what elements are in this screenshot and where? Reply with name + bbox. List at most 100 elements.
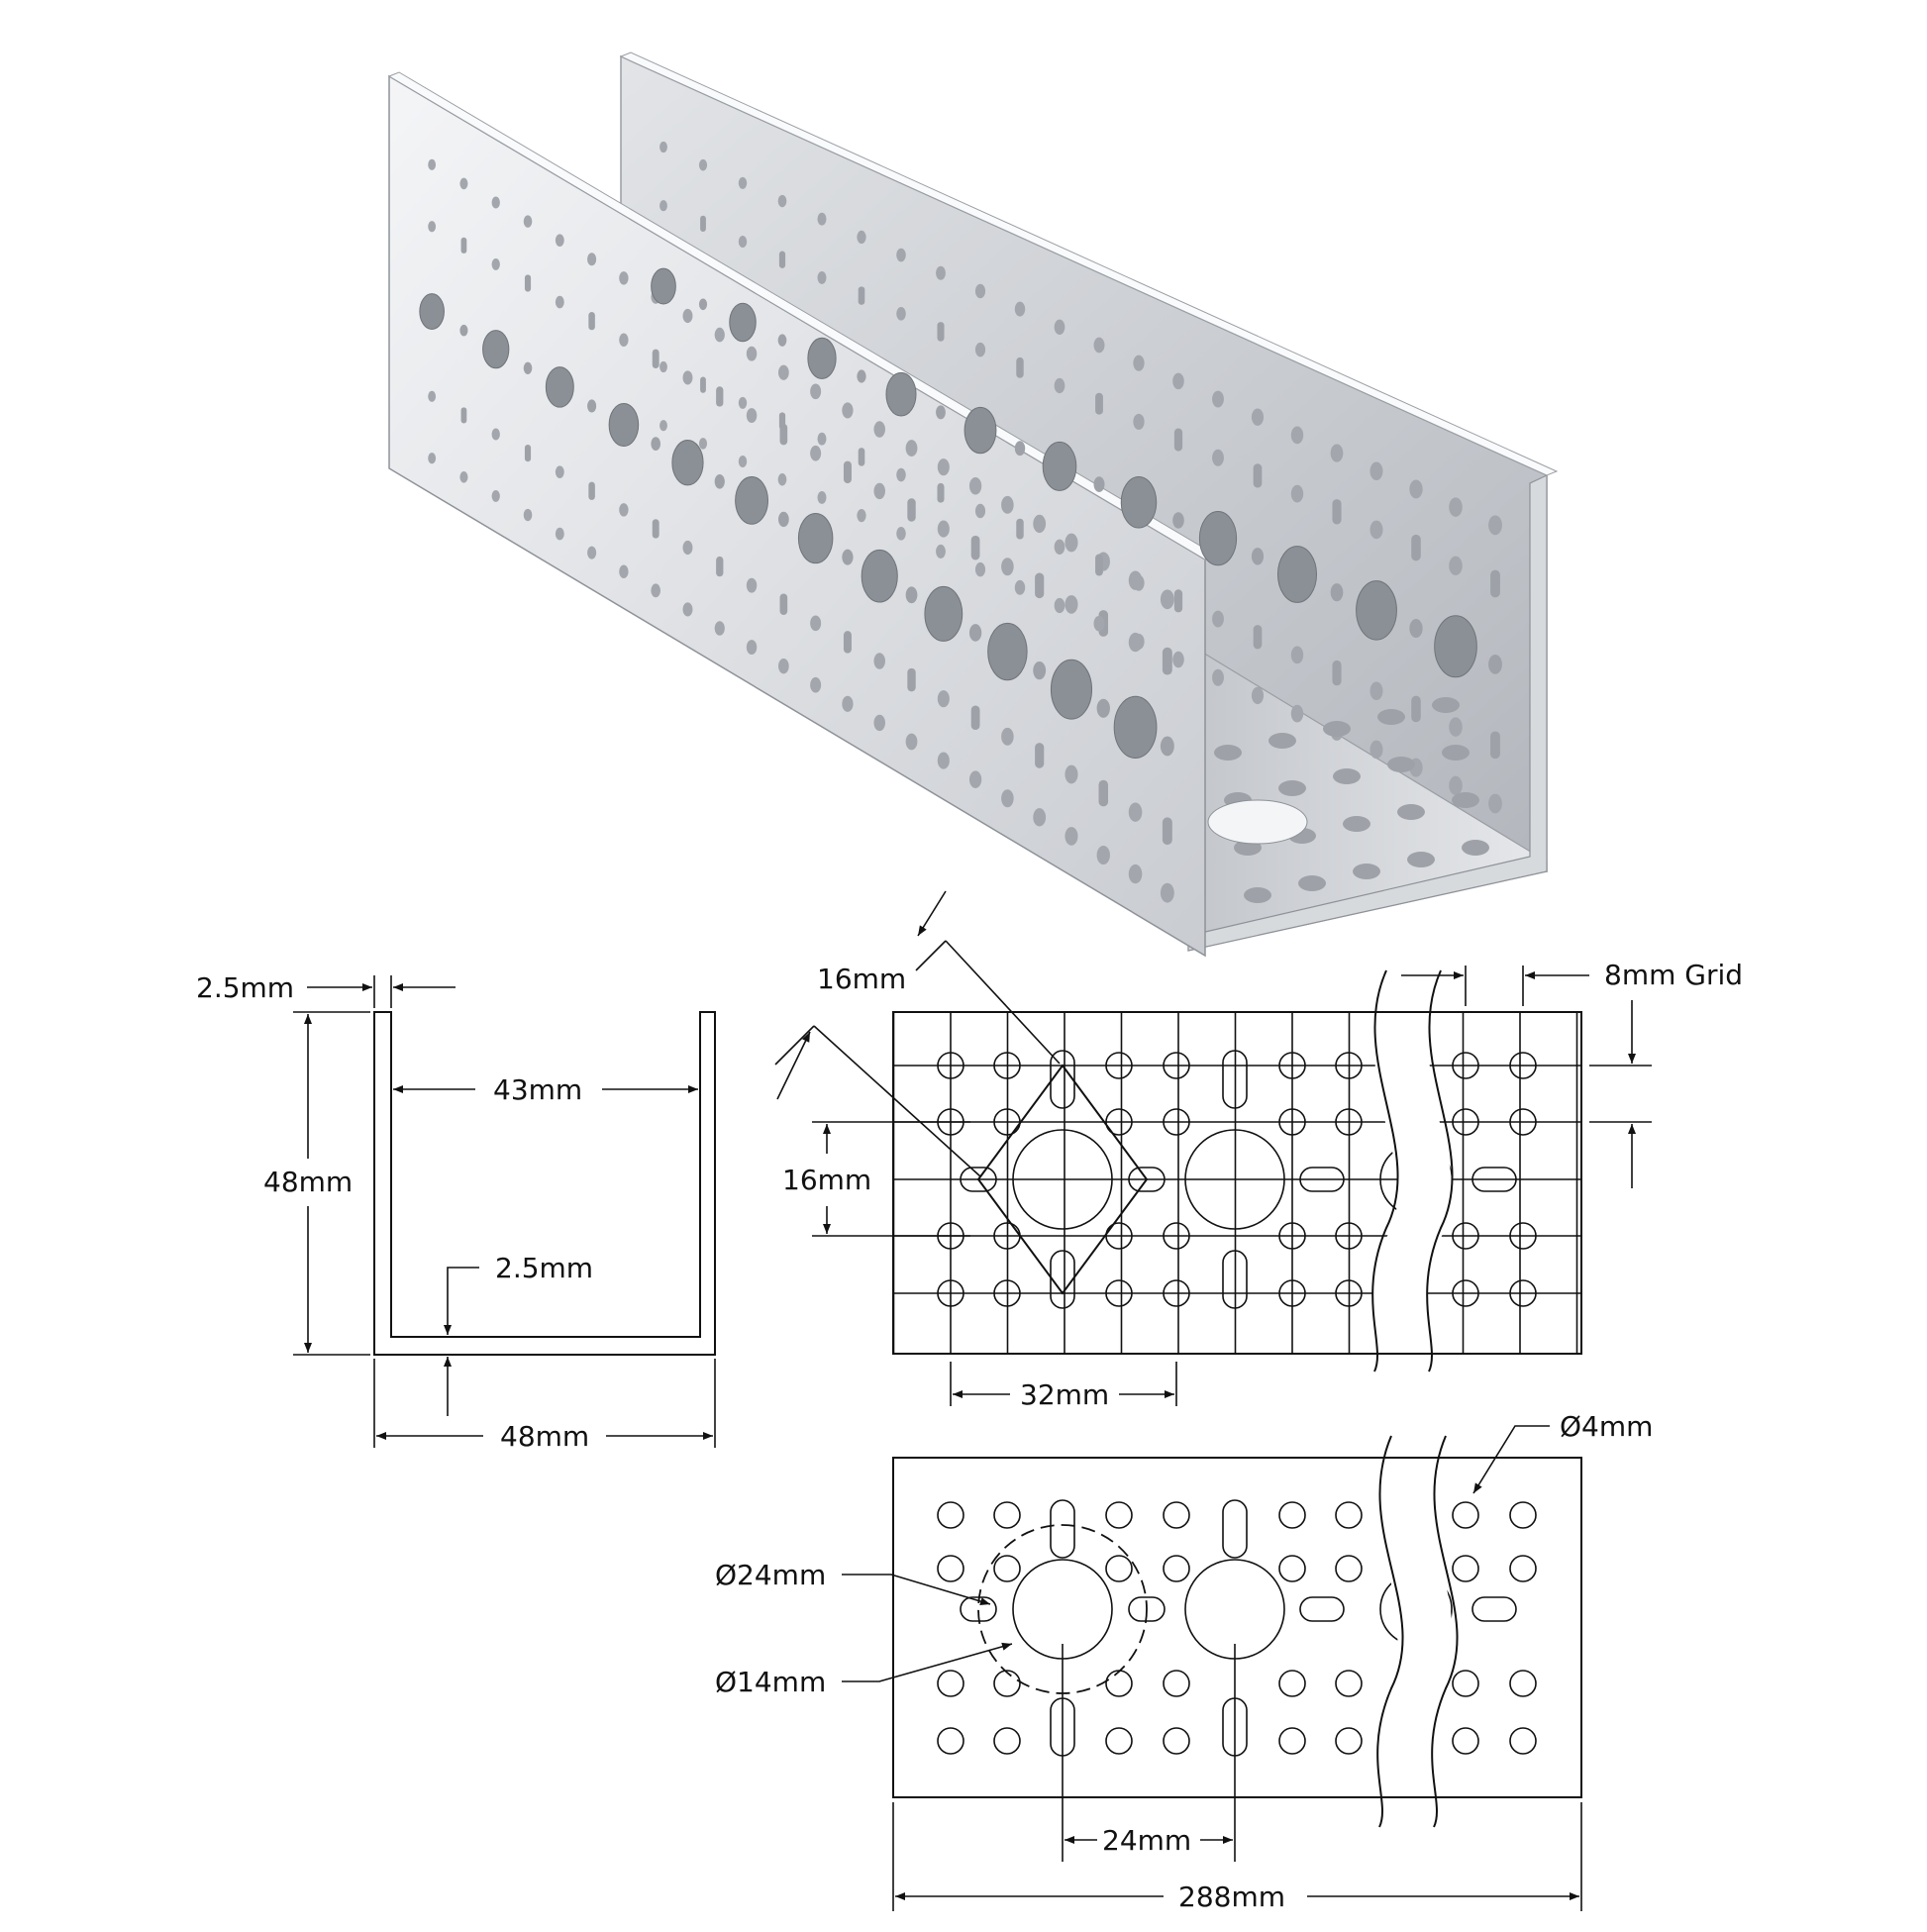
perforation-large (1276, 546, 1318, 603)
small-hole (993, 1555, 1021, 1582)
perforation-small (777, 364, 789, 380)
perforation-slot (778, 412, 786, 430)
perforation-small (1172, 651, 1184, 668)
bolt-pattern-square (976, 1064, 1149, 1295)
perforation-large (1050, 659, 1093, 720)
diagonal-spacing-label: 16mm (817, 963, 906, 995)
break-band (1372, 1012, 1453, 1354)
perforation-large (1113, 695, 1158, 759)
perforation-small (523, 215, 533, 228)
perforation-small (1096, 698, 1110, 718)
perforation-slot (700, 376, 706, 393)
small-hole (1509, 1108, 1537, 1136)
perforation-large (671, 440, 704, 486)
perforation-slot (1035, 572, 1045, 599)
slot-hole (960, 1167, 997, 1192)
break-line (1376, 1435, 1404, 1828)
perforation-small (857, 230, 866, 245)
perforation-small (714, 621, 725, 636)
perforation-small (555, 234, 564, 248)
perforation-small (1212, 390, 1224, 408)
small-hole (1105, 1555, 1133, 1582)
center-hole-label: Ø14mm (715, 1666, 826, 1698)
perforation-small (1096, 845, 1110, 865)
dim-arrow (444, 1267, 479, 1335)
perforation-small (873, 653, 885, 669)
small-hole (1452, 1279, 1479, 1307)
perforation-large (924, 585, 964, 642)
perforation-small (777, 511, 789, 528)
perforation-small (746, 640, 758, 656)
perforation-small (587, 546, 597, 559)
perforation-slot (1332, 499, 1342, 525)
grid-view-outline (892, 1011, 1582, 1355)
perforation-small (659, 420, 667, 432)
perforation-small (1488, 655, 1502, 674)
perforation-small (810, 383, 822, 400)
small-hole (1105, 1727, 1133, 1755)
perforation-small (1330, 444, 1344, 462)
perforation-small (619, 271, 629, 285)
perforation-small (1409, 619, 1423, 639)
perforation-small (1369, 681, 1383, 701)
perforation-small (1369, 740, 1383, 760)
perforation-small (1290, 484, 1304, 503)
perforation-small (777, 473, 787, 486)
small-hole (937, 1727, 964, 1755)
perforation-small (1449, 556, 1463, 576)
perforation-slot (1411, 534, 1421, 561)
perforation-large (735, 475, 768, 525)
small-hole (1335, 1727, 1363, 1755)
perforation-small (682, 540, 693, 556)
perforation-large (1434, 615, 1477, 678)
perforation-small (1488, 793, 1502, 814)
perforation-small (1014, 301, 1026, 317)
perforation-small (1093, 337, 1105, 354)
small-hole (1509, 1279, 1537, 1307)
slot-hole (1050, 1050, 1075, 1109)
perforation-small (1290, 426, 1304, 445)
perforation-small (428, 158, 437, 170)
perforation-small (937, 690, 950, 708)
perforation-slot (1162, 647, 1172, 675)
perforation-floor (1323, 721, 1351, 737)
height-label: 48mm (263, 1166, 353, 1198)
perforation-slot (460, 407, 467, 424)
perforation-small (936, 405, 946, 420)
vertical-spacing-label: 16mm (782, 1164, 871, 1196)
perforation-slot (858, 286, 865, 305)
perforation-small (619, 333, 629, 347)
small-hole (1452, 1670, 1479, 1697)
perforation-slot (1035, 743, 1045, 768)
perforation-small (842, 402, 854, 419)
perforation-floor (1432, 697, 1460, 713)
perforation-small (777, 334, 787, 347)
perforation-small (491, 428, 500, 441)
perforation-slot (1490, 569, 1500, 598)
perforation-small (459, 471, 468, 483)
pattern-spacing-label: 24mm (1102, 1824, 1191, 1857)
small-hole-label: Ø4mm (1560, 1410, 1653, 1443)
perforation-small (523, 361, 533, 374)
perforation-small (896, 526, 906, 541)
perforation-small (857, 369, 866, 383)
perforation-small (746, 346, 758, 361)
perforation-slot (588, 481, 595, 500)
perforation-small (738, 456, 748, 468)
leader-arrow (1472, 1425, 1550, 1494)
inner-width-label: 43mm (493, 1073, 582, 1106)
perforation-small (682, 370, 693, 385)
perforation-small (937, 520, 950, 538)
perforation-floor (1244, 887, 1271, 903)
perforation-small (905, 440, 918, 457)
grid-size-label: 8mm Grid (1604, 959, 1743, 991)
leader-arrow (842, 1642, 1013, 1682)
perforation-small (738, 236, 748, 249)
overall-length-label: 288mm (1178, 1881, 1285, 1913)
perforation-slot (1332, 660, 1342, 686)
perforation-small (974, 561, 986, 577)
small-hole (1163, 1501, 1190, 1529)
small-hole (1278, 1555, 1306, 1582)
perforation-small (746, 577, 758, 593)
